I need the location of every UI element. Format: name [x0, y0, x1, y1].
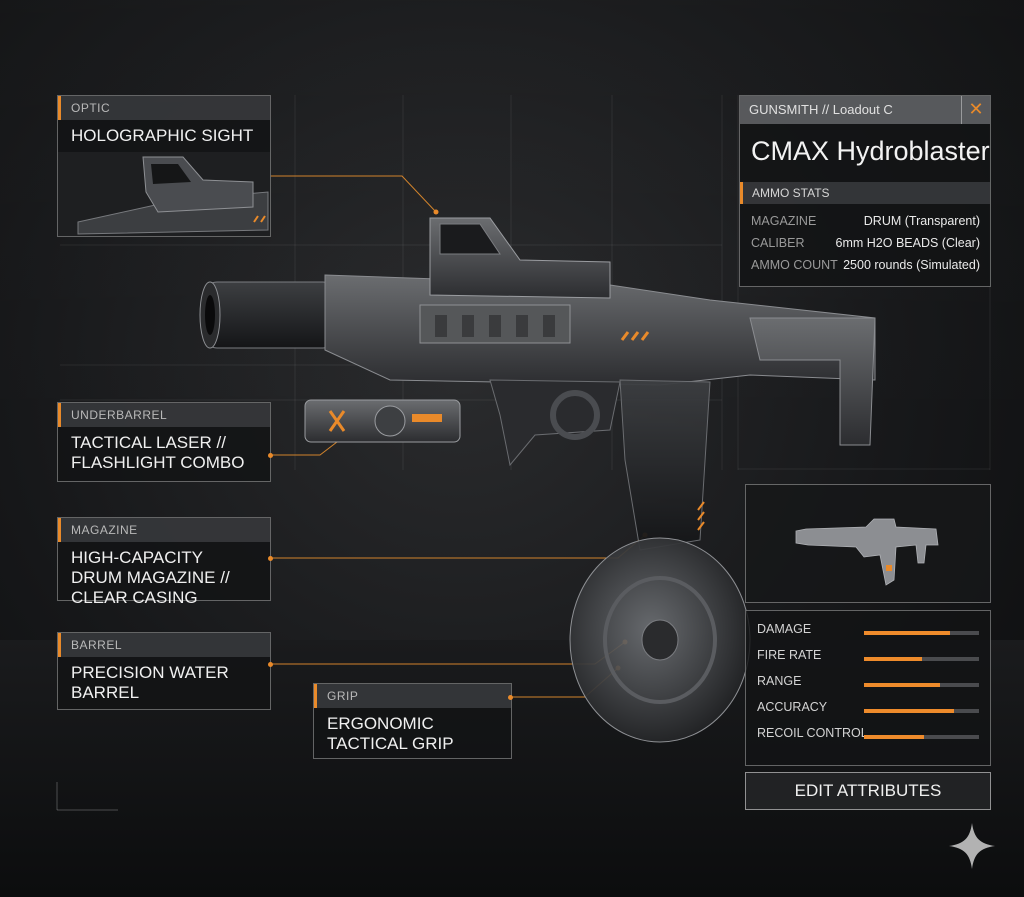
weapon-info-panel: GUNSMITH // Loadout C ✕ CMAX Hydroblaste… [739, 95, 991, 287]
attribute-bar [864, 709, 979, 713]
magazine-category: MAGAZINE [58, 518, 270, 542]
attribute-bar [864, 657, 979, 661]
attribute-bar [864, 683, 979, 687]
optic-category: OPTIC [58, 96, 270, 120]
barrel-category: BARREL [58, 633, 270, 657]
attribute-bar [864, 735, 979, 739]
stat-value: DRUM (Transparent) [863, 214, 980, 228]
attribute-label: DAMAGE [757, 622, 812, 636]
attribute-label: ACCURACY [757, 700, 828, 714]
stat-label: MAGAZINE [751, 214, 817, 228]
attribute-bar [864, 631, 979, 635]
underbarrel-category: UNDERBARREL [58, 403, 270, 427]
stat-row-ammo-count: AMMO COUNT 2500 rounds (Simulated) [740, 254, 990, 276]
underbarrel-title: TACTICAL LASER // FLASHLIGHT COMBO [71, 433, 245, 472]
optic-callout[interactable]: OPTIC HOLOGRAPHIC SIGHT [57, 95, 271, 237]
attribute-bar-fill [864, 657, 922, 661]
attribute-row: RANGE [757, 674, 982, 700]
barrel-connector-dot [268, 662, 273, 667]
attribute-row: RECOIL CONTROL [757, 726, 982, 752]
loadout-label: GUNSMITH // Loadout C [749, 102, 893, 117]
magazine-title: HIGH-CAPACITY DRUM MAGAZINE // CLEAR CAS… [71, 548, 230, 607]
attribute-bar-fill [864, 631, 951, 635]
attributes-panel: DAMAGE FIRE RATE RANGE ACCURACY RECOIL CONTR… [745, 610, 991, 766]
weapon-silhouette-thumbnail [795, 518, 939, 586]
magazine-callout[interactable]: MAGAZINE HIGH-CAPACITY DRUM MAGAZINE // … [57, 517, 271, 607]
ammo-stats-list: MAGAZINE DRUM (Transparent) CALIBER 6mm … [740, 204, 990, 276]
close-icon[interactable]: ✕ [961, 96, 990, 124]
attribute-label: FIRE RATE [757, 648, 822, 662]
attribute-bar-fill [864, 683, 940, 687]
weapon-name: CMAX Hydroblaster [751, 136, 990, 166]
stat-row-magazine: MAGAZINE DRUM (Transparent) [740, 210, 990, 232]
grip-category: GRIP [314, 684, 511, 708]
stat-label: CALIBER [751, 236, 805, 250]
holographic-sight-thumbnail [58, 152, 270, 236]
attribute-bar-fill [864, 735, 924, 739]
attribute-row: ACCURACY [757, 700, 982, 726]
attribute-bar-fill [864, 709, 954, 713]
gunsmith-header: GUNSMITH // Loadout C ✕ [740, 96, 990, 124]
optic-title: HOLOGRAPHIC SIGHT [71, 126, 254, 145]
ammo-stats-heading: AMMO STATS [740, 182, 990, 204]
barrel-callout[interactable]: BARREL PRECISION WATER BARREL [57, 632, 271, 710]
attribute-row: DAMAGE [757, 622, 982, 648]
barrel-title: PRECISION WATER BARREL [71, 663, 229, 702]
edit-attributes-button[interactable]: EDIT ATTRIBUTES [745, 772, 991, 810]
stat-row-caliber: CALIBER 6mm H2O BEADS (Clear) [740, 232, 990, 254]
attribute-row: FIRE RATE [757, 648, 982, 674]
attribute-label: RANGE [757, 674, 802, 688]
stat-label: AMMO COUNT [751, 258, 838, 272]
grip-title: ERGONOMIC TACTICAL GRIP [327, 714, 454, 753]
underbarrel-connector-dot [268, 453, 273, 458]
attribute-label: RECOIL CONTROL [757, 726, 868, 740]
grip-callout[interactable]: GRIP ERGONOMIC TACTICAL GRIP [313, 683, 512, 759]
grip-connector-dot [508, 695, 513, 700]
underbarrel-callout[interactable]: UNDERBARREL TACTICAL LASER // FLASHLIGHT… [57, 402, 271, 482]
magazine-connector-dot [268, 556, 273, 561]
stat-value: 2500 rounds (Simulated) [843, 258, 980, 272]
sparkle-icon [949, 823, 995, 869]
stat-value: 6mm H2O BEADS (Clear) [835, 236, 980, 250]
weapon-preview-panel[interactable] [745, 484, 991, 603]
